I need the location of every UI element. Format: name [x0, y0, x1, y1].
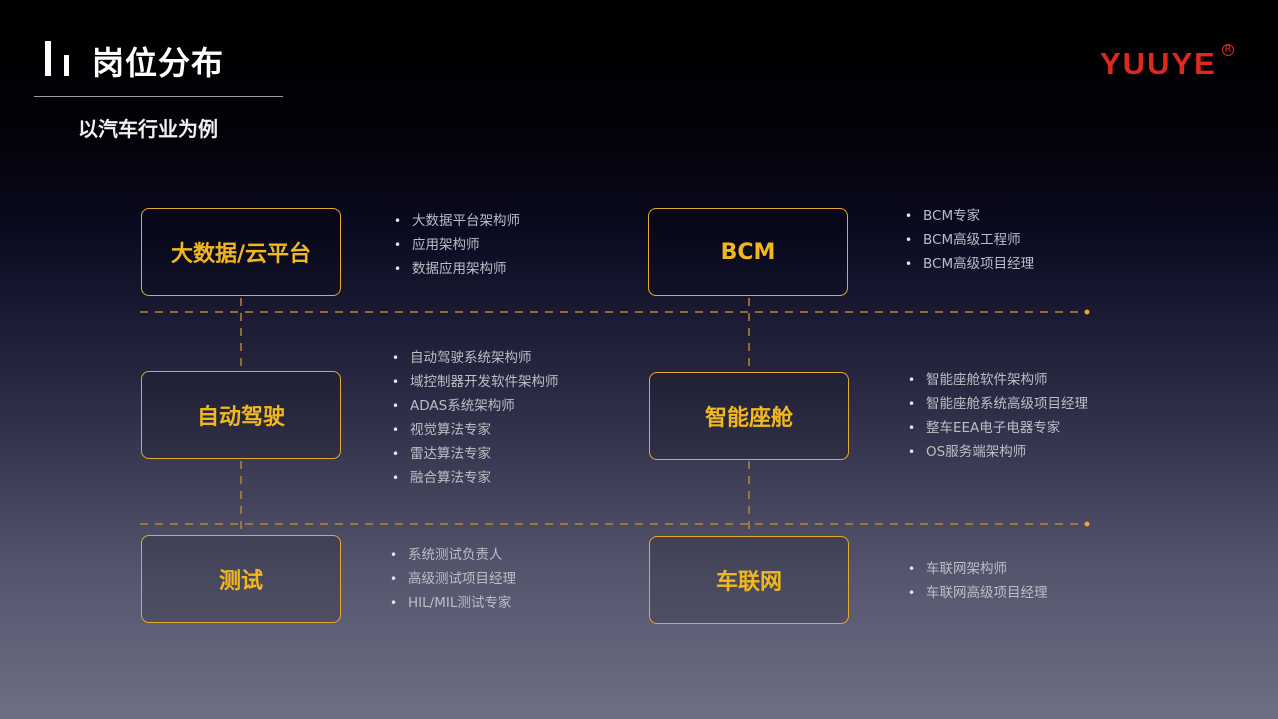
role-list-autonomous-driving: 自动驾驶系统架构师 域控制器开发软件架构师 ADAS系统架构师 视觉算法专家 雷… [392, 346, 559, 490]
category-box-bcm: BCM [648, 208, 848, 296]
role-item: BCM专家 [905, 204, 1034, 228]
role-list-bcm: BCM专家 BCM高级工程师 BCM高级项目经理 [905, 204, 1034, 276]
role-item: 大数据平台架构师 [394, 209, 520, 233]
role-item: 融合算法专家 [392, 466, 559, 490]
page-subtitle: 以汽车行业为例 [78, 117, 218, 141]
category-box-big-data: 大数据/云平台 [141, 208, 341, 296]
role-item: 雷达算法专家 [392, 442, 559, 466]
role-item: 车联网高级项目经理 [908, 581, 1048, 605]
role-list-connected-car: 车联网架构师 车联网高级项目经理 [908, 557, 1048, 605]
role-item: 高级测试项目经理 [390, 567, 516, 591]
role-item: 整车EEA电子电器专家 [908, 416, 1088, 440]
role-list-testing: 系统测试负责人 高级测试项目经理 HIL/MIL测试专家 [390, 543, 516, 615]
title-accent-bar [45, 41, 51, 76]
role-item: HIL/MIL测试专家 [390, 591, 516, 615]
role-item: 应用架构师 [394, 233, 520, 257]
role-item: BCM高级项目经理 [905, 252, 1034, 276]
title-accent-bar-short [64, 55, 69, 76]
brand-logo: YUUYE [1100, 46, 1217, 81]
divider-end-dot-1 [1084, 309, 1090, 315]
role-item: ADAS系统架构师 [392, 394, 559, 418]
category-box-smart-cockpit: 智能座舱 [649, 372, 849, 460]
category-box-connected-car: 车联网 [649, 536, 849, 624]
role-item: 视觉算法专家 [392, 418, 559, 442]
role-list-smart-cockpit: 智能座舱软件架构师 智能座舱系统高级项目经理 整车EEA电子电器专家 OS服务端… [908, 368, 1088, 464]
divider-end-dot-2 [1084, 521, 1090, 527]
role-item: BCM高级工程师 [905, 228, 1034, 252]
title-divider [34, 96, 283, 97]
role-item: OS服务端架构师 [908, 440, 1088, 464]
role-item: 数据应用架构师 [394, 257, 520, 281]
role-item: 智能座舱软件架构师 [908, 368, 1088, 392]
page-title: 岗位分布 [92, 44, 225, 82]
role-item: 系统测试负责人 [390, 543, 516, 567]
role-item: 车联网架构师 [908, 557, 1048, 581]
category-box-autonomous-driving: 自动驾驶 [141, 371, 341, 459]
category-box-testing: 测试 [141, 535, 341, 623]
role-item: 智能座舱系统高级项目经理 [908, 392, 1088, 416]
role-list-big-data: 大数据平台架构师 应用架构师 数据应用架构师 [394, 209, 520, 281]
role-item: 域控制器开发软件架构师 [392, 370, 559, 394]
role-item: 自动驾驶系统架构师 [392, 346, 559, 370]
registered-mark-icon: R [1222, 44, 1234, 56]
